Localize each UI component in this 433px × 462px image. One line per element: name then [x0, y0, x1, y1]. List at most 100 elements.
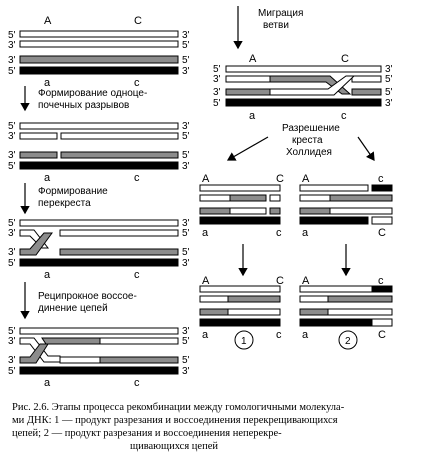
locus-A: A: [302, 173, 310, 185]
strand-dotted: [269, 194, 281, 202]
strand-gray: [329, 194, 393, 202]
caption-line: цепей; 2 — продукт разрезания и воссоеди…: [12, 428, 282, 439]
strand-crossing: [19, 232, 53, 256]
locus-A: A: [249, 53, 257, 65]
locus-a: a: [249, 110, 256, 122]
end-label: 5': [182, 228, 190, 239]
end-label: 3': [8, 336, 16, 347]
strand-white: [199, 285, 281, 293]
strand-gray: [199, 207, 231, 215]
step-label: Миграция: [258, 8, 303, 19]
stage-religation: 5' 3' 3' 5' 3' 5' 5' 3' a c: [8, 326, 190, 389]
strand-black: [19, 366, 179, 375]
locus-a: a: [44, 377, 51, 389]
strand-dotted: [351, 75, 382, 83]
end-label: 5': [8, 218, 16, 229]
end-label: 3': [8, 247, 16, 258]
strand-white: [299, 184, 369, 192]
end-label: 5': [8, 366, 16, 377]
step-label: креста: [292, 135, 323, 146]
strand-white: [225, 65, 382, 73]
locus-c: c: [134, 77, 140, 89]
strand-gray: [227, 295, 281, 303]
end-label: 3': [8, 131, 16, 142]
strand-dotted: [99, 337, 179, 345]
end-label: 5': [182, 40, 190, 51]
locus-c: c: [378, 173, 384, 185]
strand-black: [371, 184, 393, 192]
step-label: динение цепей: [38, 303, 108, 314]
locus-a: a: [302, 329, 309, 341]
locus-C: C: [276, 173, 284, 185]
strand-dotted: [60, 132, 179, 140]
product-number: 2: [345, 336, 351, 347]
strand-black: [225, 98, 382, 107]
end-label: 3': [385, 64, 393, 75]
end-label: 5': [8, 258, 16, 269]
end-label: 3': [385, 98, 393, 109]
strand-gray: [269, 207, 281, 215]
locus-A: A: [44, 15, 52, 27]
caption-line: щивающихся цепей: [130, 441, 218, 452]
strand-dotted: [19, 132, 58, 140]
product-number-circle: [338, 330, 358, 350]
end-label: 3': [182, 218, 190, 229]
strand-dotted: [59, 356, 101, 364]
end-label: 3': [213, 74, 221, 85]
arrow-left-down: [226, 136, 269, 161]
strand-gray: [299, 207, 331, 215]
end-label: 3': [182, 161, 190, 172]
strand-white: [371, 216, 393, 225]
caption-line: ми ДНК: 1 — продукт разрезания и воссоед…: [12, 415, 338, 426]
step-label: Реципрокное воссое-: [38, 291, 137, 302]
figure-caption: Рис. 2.6. Этапы процесса рекомбинации ме…: [12, 402, 345, 452]
strand-dotted: [199, 194, 231, 202]
end-label: 3': [182, 258, 190, 269]
stage-nicks: 5' 3' 3' 5' 3' 5' 5' 3' a c: [8, 121, 190, 184]
strand-dotted: [229, 207, 267, 215]
locus-a: a: [44, 172, 51, 184]
locus-A: A: [202, 173, 210, 185]
end-label: 5': [385, 74, 393, 85]
locus-a: a: [302, 227, 309, 239]
locus-a: a: [44, 269, 51, 281]
strand-dotted: [59, 229, 179, 237]
product-2: A c a C 2: [299, 275, 393, 350]
strand-gray: [19, 55, 179, 64]
end-label: 5': [182, 150, 190, 161]
strand-black: [371, 285, 393, 293]
end-label: 5': [213, 98, 221, 109]
strand-gray: [60, 151, 179, 159]
product-number: 1: [241, 336, 247, 347]
step-label: Холлидея: [286, 147, 332, 158]
end-label: 3': [182, 121, 190, 132]
strand-gray: [327, 295, 393, 303]
end-label: 5': [182, 336, 190, 347]
locus-c: c: [134, 172, 140, 184]
strand-gray: [19, 151, 58, 159]
end-label: 3': [8, 40, 16, 51]
end-label: 3': [8, 228, 16, 239]
locus-C: C: [341, 53, 349, 65]
strand-gray: [299, 308, 329, 316]
end-label: 5': [182, 131, 190, 142]
locus-a: a: [202, 227, 209, 239]
strand-black: [19, 258, 179, 267]
strand-black: [299, 216, 369, 225]
end-label: 3': [182, 66, 190, 77]
locus-C: C: [276, 275, 284, 287]
end-label: 5': [8, 326, 16, 337]
arrow-right-down: [357, 136, 375, 161]
stage-crossover: 5' 3' 3' 5' 3' 5' 5' 3' a c: [8, 218, 190, 281]
strand-black: [299, 318, 373, 327]
end-label: 3': [182, 326, 190, 337]
locus-a: a: [44, 77, 51, 89]
caption-line: Рис. 2.6. Этапы процесса рекомбинации ме…: [12, 402, 345, 413]
stage-resolution-2: A c a C: [299, 173, 393, 239]
locus-A: A: [302, 275, 310, 287]
strand-white: [299, 285, 373, 293]
strand-white: [19, 219, 179, 227]
step-label: Разрешение: [282, 123, 340, 134]
strand-gray: [269, 75, 352, 95]
